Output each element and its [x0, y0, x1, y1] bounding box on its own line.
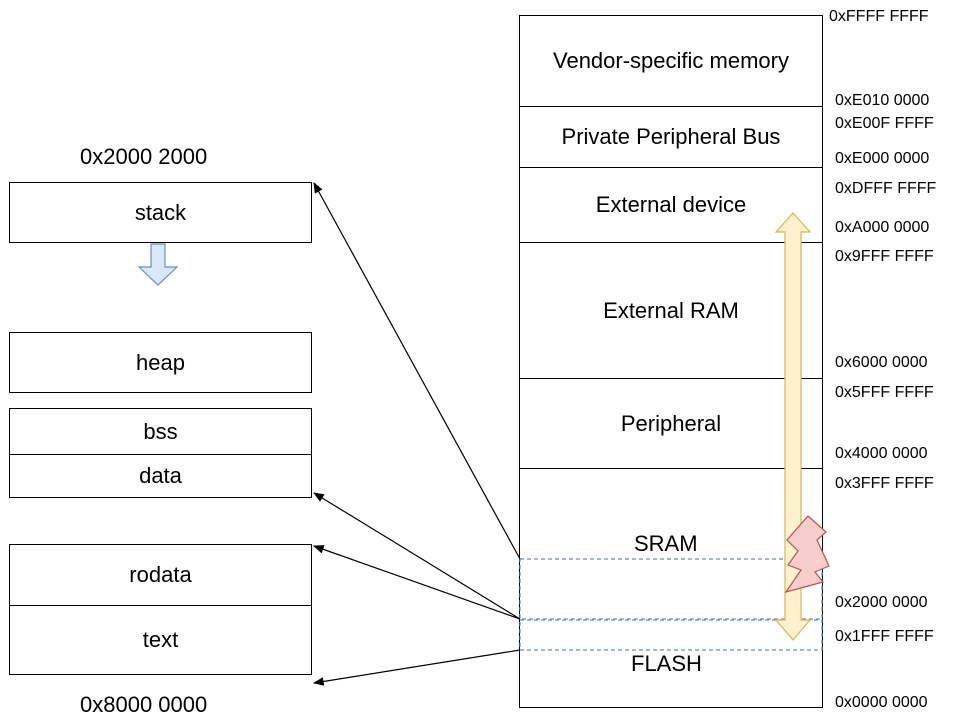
region-vendor-specific: Vendor-specific memory — [519, 15, 823, 107]
address-label: 0x1FFF FFFF — [835, 628, 934, 645]
text-bottom-address: 0x8000 0000 — [80, 692, 208, 717]
region-flash-label: FLASH — [631, 651, 702, 676]
address-label: 0xFFFF FFFF — [829, 8, 929, 25]
stack-growth-arrow-icon — [137, 243, 179, 286]
heap-section: heap — [9, 332, 312, 393]
stack-section: stack — [9, 182, 312, 243]
region-external-ram: External RAM — [519, 242, 823, 379]
bss-section: bss — [9, 408, 312, 455]
address-label: 0x3FFF FFFF — [835, 475, 934, 492]
address-label: 0xA000 0000 — [835, 219, 930, 236]
address-label: 0xE010 0000 — [835, 92, 930, 109]
region-peripheral: Peripheral — [519, 378, 823, 469]
address-label: 0x2000 0000 — [835, 594, 928, 611]
address-label: 0x9FFF FFFF — [835, 248, 934, 265]
arrow-to-text — [312, 649, 521, 686]
text-section: text — [9, 605, 312, 675]
rodata-section: rodata — [9, 544, 312, 606]
address-label: 0x0000 0000 — [835, 694, 928, 711]
arrow-to-data — [313, 492, 521, 620]
region-external-device: External device — [519, 167, 823, 243]
stack-top-address: 0x2000 2000 — [80, 144, 208, 169]
address-label: 0x4000 0000 — [835, 445, 928, 462]
address-label: 0xE000 0000 — [835, 150, 930, 167]
arrow-to-stack — [313, 182, 521, 560]
arrow-to-rodata — [312, 545, 521, 620]
address-label: 0x6000 0000 — [835, 354, 928, 371]
address-label: 0xE00F FFFF — [835, 115, 934, 132]
region-sram-label: SRAM — [634, 531, 698, 556]
address-label: 0xDFFF FFFF — [835, 180, 937, 197]
data-section: data — [9, 454, 312, 498]
address-label: 0x5FFF FFFF — [835, 384, 934, 401]
region-private-peripheral-bus: Private Peripheral Bus — [519, 106, 823, 168]
